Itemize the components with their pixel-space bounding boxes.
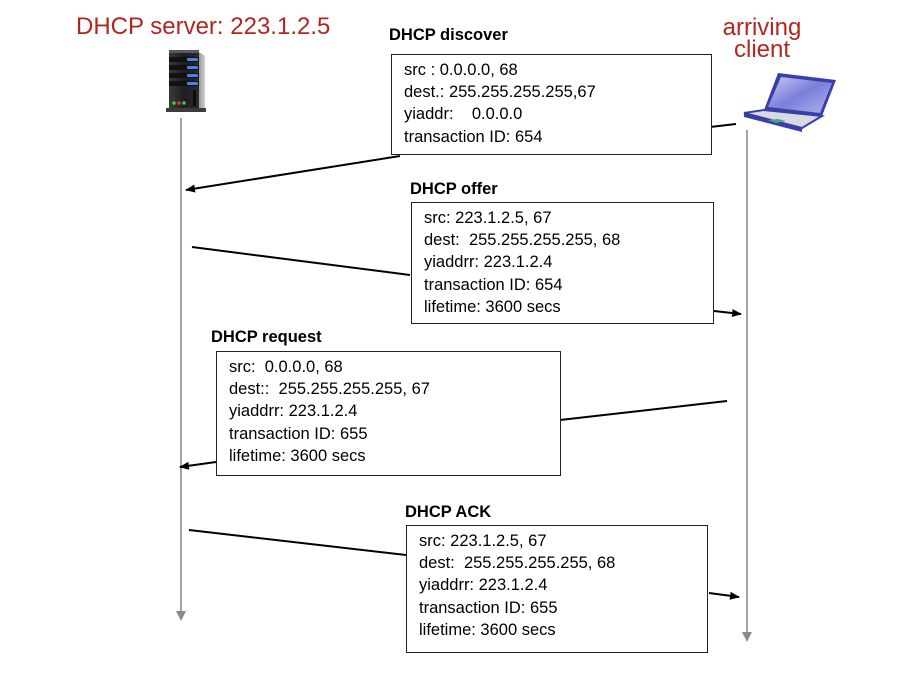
discover-field: dest.: 255.255.255.255,67	[404, 83, 596, 102]
offer-title: DHCP offer	[410, 180, 498, 198]
offer-field: transaction ID: 654	[424, 275, 563, 294]
offer-field: yiaddrr: 223.1.2.4	[424, 253, 553, 272]
offer-field: dest: 255.255.255.255, 68	[424, 231, 621, 250]
server-timeline-arrowhead	[176, 611, 186, 621]
request-title: DHCP request	[211, 328, 322, 346]
request-field: src: 0.0.0.0, 68	[229, 358, 343, 376]
discover-field: transaction ID: 654	[404, 127, 543, 146]
request-field: lifetime: 3600 secs	[229, 446, 366, 465]
ack-field: transaction ID: 655	[419, 598, 558, 617]
server-tower-icon	[165, 48, 209, 114]
ack-arrow	[708, 591, 740, 600]
request-message-box: src: 0.0.0.0, 68 dest:: 255.255.255.255,…	[216, 351, 561, 476]
ack-field: dest: 255.255.255.255, 68	[419, 554, 616, 573]
discover-message-box: src : 0.0.0.0, 68 dest.: 255.255.255.255…	[391, 54, 712, 155]
request-arrow-tail	[559, 400, 728, 421]
request-field: yiaddrr: 223.1.2.4	[229, 402, 358, 421]
offer-arrow	[713, 309, 742, 317]
client-label-line-2: client	[733, 36, 791, 63]
ack-arrow-tail	[188, 529, 407, 556]
discover-arrow-tail	[709, 123, 737, 128]
client-label: arriving client	[705, 14, 819, 63]
discover-field: yiaddr: 0.0.0.0	[404, 105, 523, 124]
laptop-icon	[738, 70, 838, 136]
ack-field: src: 223.1.2.5, 67	[419, 532, 547, 550]
request-arrow	[179, 461, 217, 470]
offer-message-box: src: 223.1.2.5, 67 dest: 255.255.255.255…	[411, 202, 714, 324]
discover-title: DHCP discover	[389, 26, 508, 44]
ack-field: yiaddrr: 223.1.2.4	[419, 576, 548, 595]
client-timeline-arrowhead	[742, 632, 752, 642]
offer-arrow-tail	[191, 246, 411, 276]
ack-title: DHCP ACK	[405, 503, 492, 521]
offer-field: src: 223.1.2.5, 67	[424, 209, 552, 227]
ack-message-box: src: 223.1.2.5, 67 dest: 255.255.255.255…	[406, 525, 708, 653]
ack-field: lifetime: 3600 secs	[419, 620, 556, 639]
discover-arrow	[185, 155, 401, 193]
discover-field: src : 0.0.0.0, 68	[404, 61, 518, 79]
request-field: transaction ID: 655	[229, 424, 368, 443]
client-label-line-1: arriving	[722, 14, 802, 41]
offer-field: lifetime: 3600 secs	[424, 297, 561, 316]
server-label: DHCP server: 223.1.2.5	[76, 13, 331, 40]
request-field: dest:: 255.255.255.255, 67	[229, 380, 430, 399]
